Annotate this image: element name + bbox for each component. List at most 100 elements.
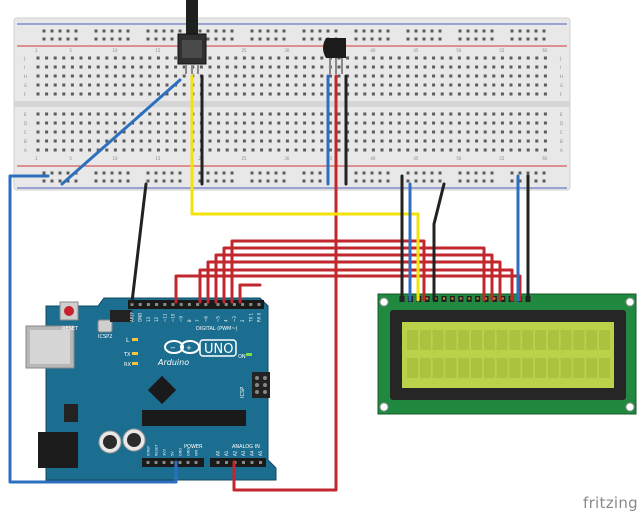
- breadboard-hole: [328, 139, 332, 143]
- analog-pin-hole[interactable]: [250, 461, 254, 464]
- breadboard-hole: [397, 56, 401, 60]
- breadboard-hole: [500, 92, 504, 96]
- breadboard-hole: [500, 148, 504, 152]
- breadboard-hole: [217, 74, 221, 78]
- analog-pin-label: A5: [258, 450, 263, 456]
- breadboard-hole: [380, 56, 384, 60]
- rail-hole: [318, 179, 322, 183]
- breadboard-hole: [122, 65, 126, 69]
- analog-header[interactable]: [210, 458, 266, 467]
- breadboard-hole: [268, 130, 272, 134]
- digital-pin-hole[interactable]: [216, 303, 220, 306]
- analog-pin-hole[interactable]: [216, 461, 220, 464]
- digital-pin-hole[interactable]: [224, 303, 228, 306]
- breadboard-hole: [113, 65, 117, 69]
- rail-hole: [282, 29, 286, 33]
- analog-pin-hole[interactable]: [242, 461, 245, 464]
- breadboard-hole: [354, 74, 358, 78]
- breadboard-hole: [79, 139, 83, 143]
- power-pin-hole[interactable]: [146, 461, 150, 464]
- rail-hole: [542, 171, 546, 175]
- breadboard-hole: [131, 139, 135, 143]
- digital-pin-hole[interactable]: [130, 303, 134, 306]
- breadboard-hole: [414, 83, 418, 87]
- digital-pin-hole[interactable]: [138, 303, 142, 306]
- breadboard-hole: [53, 121, 57, 125]
- breadboard-hole: [432, 139, 436, 143]
- power-pin-hole[interactable]: [162, 461, 166, 464]
- breadboard-column-number: 15: [155, 156, 161, 161]
- lcd-character-cell: [599, 330, 610, 350]
- analog-pin-hole[interactable]: [259, 461, 262, 464]
- digital-pin-label: ~3: [232, 316, 237, 322]
- rail-hole: [474, 37, 478, 41]
- wire-red-lcd-3: [206, 260, 502, 304]
- breadboard-hole: [36, 83, 40, 87]
- digital-pin-hole[interactable]: [163, 303, 167, 306]
- digital-pin-hole[interactable]: [249, 303, 253, 306]
- breadboard-hole: [492, 74, 496, 78]
- breadboard-hole: [483, 92, 487, 96]
- digital-pin-hole[interactable]: [232, 303, 236, 306]
- breadboard-hole: [543, 83, 547, 87]
- rail-hole: [274, 171, 278, 175]
- digital-label: DIGITAL (PWM~): [196, 326, 238, 332]
- breadboard-hole: [440, 148, 444, 152]
- breadboard-hole: [79, 65, 83, 69]
- digital-header[interactable]: [128, 300, 264, 309]
- lcd-pin-contact: [476, 297, 479, 300]
- digital-pin-hole[interactable]: [179, 303, 183, 306]
- digital-pin-hole[interactable]: [196, 303, 200, 306]
- breadboard-hole: [208, 121, 212, 125]
- digital-pin-hole[interactable]: [187, 303, 191, 306]
- wire-red-lcd-4: [214, 253, 494, 304]
- breadboard-hole: [466, 130, 470, 134]
- breadboard-hole: [105, 130, 109, 134]
- rail-hole: [490, 37, 494, 41]
- analog-pin-hole[interactable]: [225, 461, 228, 464]
- breadboard-hole: [174, 92, 178, 96]
- power-pin-hole[interactable]: [178, 461, 182, 464]
- breadboard-hole: [535, 130, 539, 134]
- breadboard-hole: [406, 121, 410, 125]
- breadboard-hole: [303, 121, 307, 125]
- breadboard-hole: [62, 121, 66, 125]
- breadboard-column-number: 1: [35, 48, 38, 53]
- breadboard-hole: [397, 139, 401, 143]
- power-pin-hole[interactable]: [170, 461, 174, 464]
- breadboard-hole: [440, 112, 444, 116]
- breadboard-row-letter: G: [24, 83, 27, 88]
- digital-pin-hole[interactable]: [257, 303, 261, 306]
- breadboard-hole: [174, 112, 178, 116]
- breadboard-row-letter: A: [24, 148, 27, 153]
- rail-hole: [518, 171, 522, 175]
- rail-hole: [534, 37, 538, 41]
- breadboard-hole: [148, 112, 152, 116]
- digital-pin-hole[interactable]: [146, 303, 150, 306]
- breadboard-hole: [380, 148, 384, 152]
- power-pin-hole[interactable]: [194, 461, 198, 464]
- rail-hole: [222, 179, 226, 183]
- breadboard-hole: [70, 112, 74, 116]
- digital-pin-hole[interactable]: [171, 303, 175, 306]
- breadboard-hole: [174, 65, 178, 69]
- breadboard-hole: [492, 148, 496, 152]
- power-pin-label: 5V: [171, 451, 175, 456]
- breadboard-hole: [337, 65, 341, 69]
- power-pin-hole[interactable]: [186, 461, 190, 464]
- breadboard-hole: [113, 92, 117, 96]
- breadboard-hole: [363, 74, 367, 78]
- rail-hole: [326, 29, 330, 33]
- digital-pin-hole[interactable]: [155, 303, 159, 306]
- potentiometer-shaft[interactable]: [186, 0, 198, 34]
- breadboard-hole: [440, 139, 444, 143]
- power-pin-hole[interactable]: [154, 461, 158, 464]
- digital-pin-hole[interactable]: [204, 303, 208, 306]
- digital-pin-hole[interactable]: [241, 303, 245, 306]
- lcd-character-cell: [573, 330, 585, 350]
- potentiometer[interactable]: [177, 0, 207, 74]
- breadboard-hole: [303, 148, 307, 152]
- breadboard-hole: [371, 112, 375, 116]
- breadboard-hole: [156, 121, 160, 125]
- breadboard-hole: [492, 121, 496, 125]
